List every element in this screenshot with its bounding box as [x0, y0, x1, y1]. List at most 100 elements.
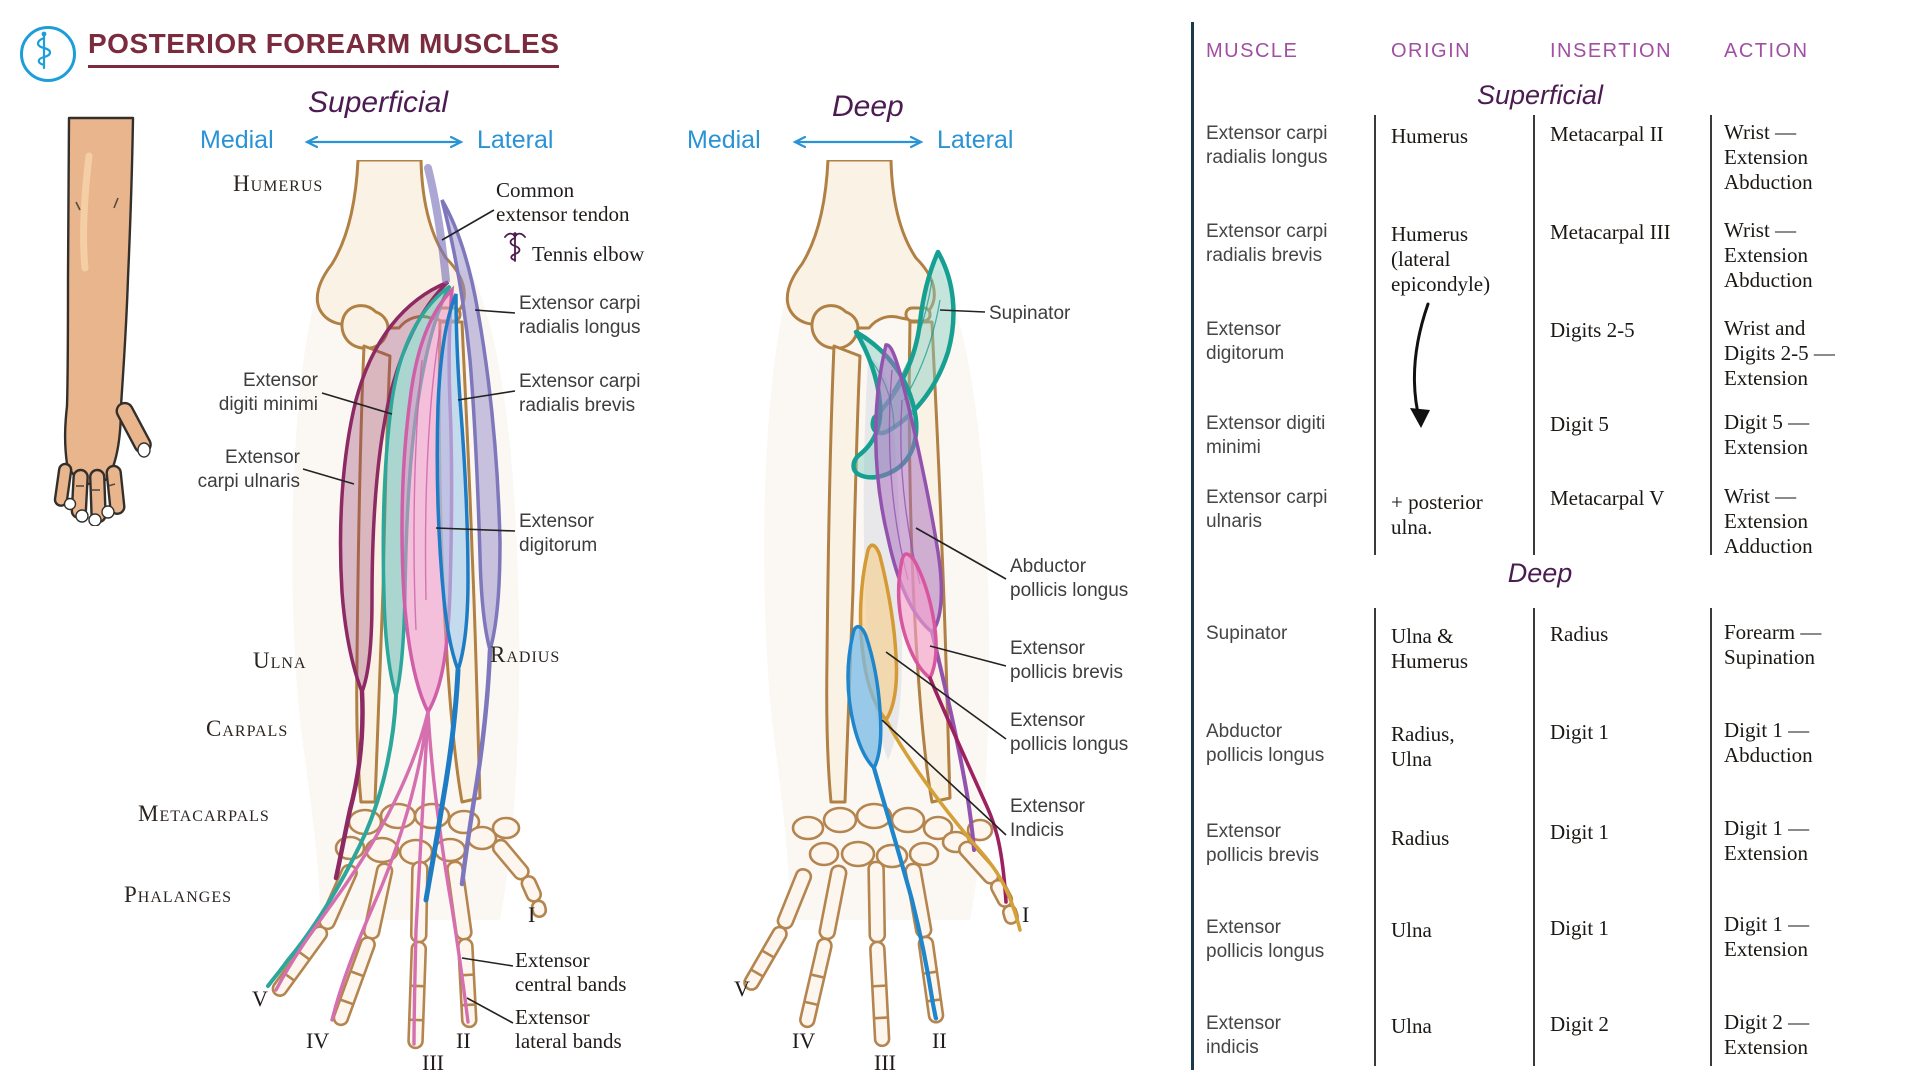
column-header-muscle: MUSCLE: [1206, 40, 1299, 62]
origin-cell: Radius: [1391, 826, 1450, 850]
insertion-cell: Digit 1: [1550, 820, 1609, 844]
column-separator: [1710, 608, 1712, 1066]
medial-lateral-arrow: [304, 135, 464, 149]
insertion-cell: Metacarpal V: [1550, 486, 1665, 510]
ulna-label: Ulna: [253, 648, 307, 673]
caduceus-icon: [504, 232, 526, 262]
leader-lines: [302, 209, 516, 1024]
action-cell: Digit 1 — Extension: [1724, 816, 1810, 865]
deep-digit-v: V: [734, 976, 750, 1001]
action-cell: Wrist — Extension Adduction: [1724, 484, 1813, 558]
column-header-origin: ORIGIN: [1391, 40, 1472, 62]
extensor-central-bands-label: Extensor central bands: [515, 948, 627, 997]
olecranon-bone: [810, 304, 860, 350]
action-cell: Digit 1 — Extension: [1724, 912, 1810, 961]
origin-cell: + posterior ulna.: [1391, 490, 1483, 539]
muscle-cell: Extensor carpi radialis longus: [1206, 123, 1328, 168]
supinator-label: Supinator: [989, 303, 1071, 324]
deep-lateral-label: Lateral: [937, 126, 1014, 154]
carpals-label: Carpals: [206, 716, 289, 741]
extensor-carpi-radialis-longus-origin-band: [424, 164, 450, 284]
extensor-carpi-radialis-brevis-tendon: [423, 667, 461, 903]
superficial-forearm-diagram: [266, 160, 548, 1050]
epb-label: Extensor pollicis brevis: [1010, 638, 1123, 683]
origin-cell: Ulna & Humerus: [1391, 624, 1468, 673]
rod-of-asclepius-icon: [20, 26, 76, 82]
muscle-cell: Abductor pollicis longus: [1206, 721, 1325, 766]
insertion-cell: Digit 1: [1550, 916, 1609, 940]
action-cell: Wrist — Extension Abduction: [1724, 218, 1813, 292]
carpal-bones: [334, 802, 521, 866]
sup-digit-v: V: [252, 986, 268, 1011]
deep-digit-iv: IV: [792, 1028, 816, 1053]
column-separator: [1533, 608, 1535, 1066]
action-cell: Digit 5 — Extension: [1724, 410, 1810, 459]
olecranon-bone: [340, 304, 390, 350]
metacarpals-label: Metacarpals: [138, 801, 270, 826]
column-separator: [1710, 115, 1712, 555]
apl-label: Abductor pollicis longus: [1010, 556, 1129, 601]
phalanges-label: Phalanges: [124, 882, 233, 907]
muscle-cell: Extensor digiti minimi: [1206, 413, 1326, 458]
extensor-lateral-bands-label: Extensor lateral bands: [515, 1005, 622, 1054]
ei-label: Extensor Indicis: [1010, 796, 1085, 841]
extensor-digiti-minimi-tendon: [266, 694, 398, 988]
extensor-digitorum-tendons: [274, 710, 470, 1046]
origin-cell: Radius, Ulna: [1391, 722, 1455, 771]
extensor-indicis-muscle: [846, 624, 883, 771]
vertical-divider: [1191, 22, 1194, 1070]
insertion-cell: Digits 2-5: [1550, 318, 1635, 342]
ecrl-label: Extensor carpi radialis longus: [519, 293, 641, 338]
extensor-carpi-radialis-longus-tendon: [459, 647, 493, 887]
sup-digit-i: I: [528, 902, 536, 927]
insertion-cell: Digit 5: [1550, 412, 1609, 436]
page-title: POSTERIOR FOREARM MUSCLES: [88, 28, 560, 68]
origin-cell: Ulna: [1391, 1014, 1432, 1038]
sup-digit-ii: II: [456, 1028, 471, 1053]
muscle-cell: Extensor pollicis longus: [1206, 917, 1325, 962]
tennis-elbow-label: Tennis elbow: [532, 242, 645, 266]
deep-medial-label: Medial: [687, 126, 761, 154]
extensor-indicis-tendon: [871, 765, 939, 1021]
deep-digit-iii: III: [874, 1050, 896, 1075]
muscle-cell: Extensor carpi radialis brevis: [1206, 221, 1328, 266]
muscle-cell: Extensor pollicis brevis: [1206, 821, 1319, 866]
leader-lines: [881, 309, 1007, 836]
ecrb-label: Extensor carpi radialis brevis: [519, 371, 641, 416]
deep-digit-ii: II: [932, 1028, 947, 1053]
action-cell: Forearm — Supination: [1724, 620, 1822, 669]
muscle-cell: Extensor indicis: [1206, 1013, 1281, 1058]
medial-lateral-arrow: [792, 135, 924, 149]
origin-cell: Humerus (lateral epicondyle): [1391, 222, 1491, 296]
phalanx-bones: [271, 875, 548, 1050]
muscle-cell: Extensor digitorum: [1206, 319, 1285, 364]
ecu-label: Extensor carpi ulnaris: [197, 447, 300, 492]
insertion-cell: Digit 2: [1550, 1012, 1609, 1036]
extensor-pollicis-brevis-tendon: [928, 676, 1008, 904]
extensor-carpi-ulnaris-tendon: [333, 689, 365, 881]
column-separator: [1374, 115, 1376, 555]
insertion-cell: Radius: [1550, 622, 1609, 646]
edm-label: Extensor digiti minimi: [218, 370, 318, 415]
extensor-pollicis-longus-tendon: [884, 718, 1022, 932]
radius-label: Radius: [490, 642, 561, 667]
column-separator: [1374, 608, 1376, 1066]
posterior-arm-illustration: [53, 116, 152, 526]
deep-forearm-diagram: [743, 160, 1022, 1048]
epl-label: Extensor pollicis longus: [1010, 710, 1129, 755]
muscle-cell: Extensor carpi ulnaris: [1206, 487, 1328, 532]
action-cell: Wrist — Extension Abduction: [1724, 120, 1813, 194]
table-section-superficial: Superficial: [1476, 80, 1604, 110]
insertion-cell: Digit 1: [1550, 720, 1609, 744]
extensor-pollicis-brevis-muscle: [896, 552, 938, 681]
common-extensor-tendon-label: Common extensor tendon: [496, 178, 630, 227]
insertion-cell: Metacarpal II: [1550, 122, 1664, 146]
abductor-pollicis-longus-muscle: [873, 343, 944, 635]
extensor-digitorum-fibers: [413, 329, 441, 631]
superficial-medial-label: Medial: [200, 126, 274, 154]
table-section-deep: Deep: [1507, 558, 1573, 588]
humerus-label: Humerus: [233, 171, 324, 196]
action-cell: Wrist and Digits 2-5 — Extension: [1724, 316, 1835, 390]
humerus-bone: [785, 160, 936, 330]
